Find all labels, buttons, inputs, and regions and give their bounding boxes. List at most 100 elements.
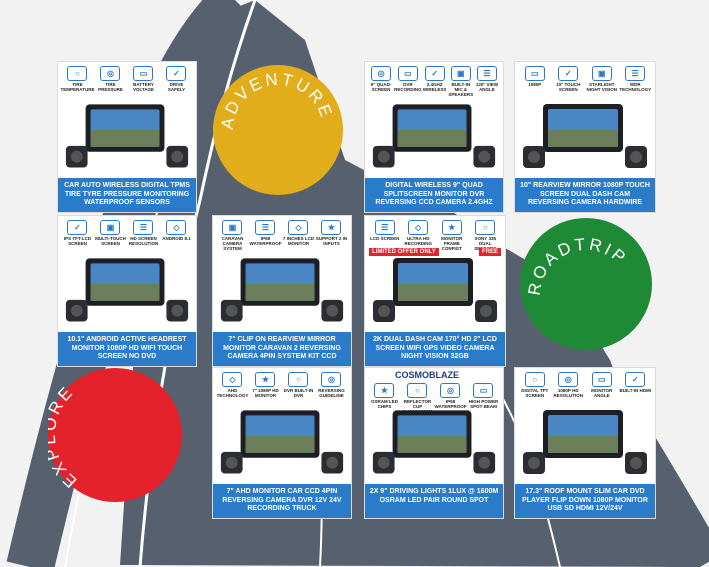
feature-label: REVERSING GUIDELINE	[318, 388, 345, 398]
product-title[interactable]: CAR AUTO WIRELESS DIGITAL TPMS TIRE TYRE…	[58, 178, 196, 212]
feature-label: DIGITAL TFT SCREEN	[521, 388, 549, 398]
feature-item: ▣STARLIGHT NIGHT VISION	[586, 66, 618, 92]
feature-item: ○DIGITAL TFT SCREEN	[519, 372, 551, 398]
feature-item: ▣CARAVAN CAMERA SYSTEM	[217, 220, 249, 251]
feature-label: DVR RECORDING	[394, 82, 422, 92]
feature-item: ▭HIGH POWER SPOT BEAM	[468, 383, 500, 414]
feature-row: ◎9" QUAD-SCREEN▭DVR RECORDING✓2.4GHZ WIR…	[365, 66, 503, 97]
feature-label: MONITOR ANGLE	[591, 388, 613, 398]
product-image	[523, 410, 647, 474]
product-image	[65, 258, 189, 322]
feature-icon: ▣	[222, 220, 243, 235]
badge-adventure: ADVENTURE	[213, 65, 343, 195]
feature-label: DVR BUILT-IN DVR	[283, 388, 314, 398]
product-card[interactable]: ▣CARAVAN CAMERA SYSTEM☰IP68 WATERPROOF◇7…	[213, 216, 351, 366]
product-title[interactable]: 2X 9" DRIVING LIGHTS 1LUX @ 1600M OSRAM …	[365, 484, 503, 518]
product-card[interactable]: ☰LCD SCREEN◇ULTRA HD RECORDING★MONITOR F…	[365, 216, 505, 366]
feature-label: 2.4GHZ WIRELESS	[422, 82, 447, 92]
product-title[interactable]: 2K DUAL DASH CAM 170° HD 2" LCD SCREEN W…	[365, 332, 505, 366]
feature-item: ✓10" TOUCH SCREEN	[552, 66, 584, 92]
product-card[interactable]: ★OSRAM LED CHIPS○REFLECTOR CUP 1LUX@1600…	[365, 368, 503, 518]
feature-item: ▭1080P	[519, 66, 551, 92]
product-title[interactable]: 7" CLIP ON REARVIEW MIRROR MONITOR CARAV…	[213, 332, 351, 366]
feature-label: 10" TOUCH SCREEN	[556, 82, 581, 92]
feature-item: ▭BATTERY VOLTAGE	[128, 66, 160, 92]
promo-tag: LIMITED OFFER ONLY	[369, 248, 439, 256]
product-title[interactable]: 10.1" ANDROID ACTIVE HEADREST MONITOR 10…	[58, 332, 196, 366]
feature-icon: ▣	[591, 66, 612, 81]
feature-label: IPS TFT-LCD SCREEN	[63, 236, 92, 246]
feature-item: ○DVR BUILT-IN DVR	[283, 372, 315, 398]
feature-label: 7" 1080P HD MONITOR	[252, 388, 279, 398]
product-image	[372, 104, 496, 168]
feature-item: ★SUPPORT 2 IN INPUTS	[316, 220, 348, 251]
feature-icon: ★	[255, 372, 276, 387]
feature-item: ▭MONITOR ANGLE	[586, 372, 618, 398]
feature-row: ▣CARAVAN CAMERA SYSTEM☰IP68 WATERPROOF◇7…	[213, 220, 351, 251]
feature-icon: ◎	[440, 383, 461, 398]
feature-label: 1080P HD RESOLUTION	[553, 388, 583, 398]
product-title[interactable]: DIGITAL WIRELESS 9" QUAD SPLITSCREEN MON…	[365, 178, 503, 212]
product-card[interactable]: ○TIRE TEMPERATURE◎TIRE PRESSURE▭BATTERY …	[58, 62, 196, 212]
badge-roadtrip: ROADTRIP	[520, 218, 652, 350]
feature-item: ✓2.4GHZ WIRELESS	[422, 66, 448, 97]
feature-icon: ○	[407, 383, 428, 398]
feature-icon: ✓	[67, 220, 88, 235]
product-title[interactable]: 7" AHD MONITOR CAR CCD 4PIN REVERSING CA…	[213, 484, 351, 518]
product-card[interactable]: ▭1080P✓10" TOUCH SCREEN▣STARLIGHT NIGHT …	[515, 62, 655, 212]
feature-icon: ◇	[222, 372, 243, 387]
feature-label: 9" QUAD-SCREEN	[370, 82, 392, 92]
product-image	[373, 258, 497, 322]
feature-label: AHD TECHNOLOGY	[216, 388, 249, 398]
product-image	[65, 104, 189, 168]
product-card[interactable]: ◎9" QUAD-SCREEN▭DVR RECORDING✓2.4GHZ WIR…	[365, 62, 503, 212]
feature-icon: ☰	[374, 220, 395, 235]
feature-row: ○TIRE TEMPERATURE◎TIRE PRESSURE▭BATTERY …	[58, 66, 196, 92]
feature-icon: ◇	[166, 220, 187, 235]
feature-label: BUILT-IN MIC & SPEAKERS	[448, 82, 474, 97]
feature-icon: ▭	[133, 66, 154, 81]
feature-icon: ★	[321, 220, 342, 235]
feature-item: ☰WDR TECHNOLOGY	[619, 66, 651, 92]
feature-icon: ○	[475, 220, 496, 235]
feature-icon: ☰	[476, 66, 497, 81]
product-title[interactable]: 10" REARVIEW MIRROR 1080P TOUCH SCREEN D…	[515, 178, 655, 212]
feature-item: ◇ANDROID 8.1	[161, 220, 193, 246]
feature-label: MULTI-TOUCH SCREEN	[95, 236, 126, 246]
feature-row: ★OSRAM LED CHIPS○REFLECTOR CUP 1LUX@1600…	[365, 383, 503, 414]
feature-icon: ▣	[100, 220, 121, 235]
feature-label: WDR TECHNOLOGY	[619, 82, 652, 92]
feature-item: ◎IP68 WATERPROOF	[434, 383, 467, 414]
product-image	[523, 104, 647, 168]
feature-label: IP68 WATERPROOF	[249, 236, 282, 246]
feature-icon: ☰	[255, 220, 276, 235]
feature-item: ✓IPS TFT-LCD SCREEN	[62, 220, 94, 246]
product-card[interactable]: ✓IPS TFT-LCD SCREEN▣MULTI-TOUCH SCREEN☰H…	[58, 216, 196, 366]
feature-item: ☰120° VIEW ANGLE	[474, 66, 500, 97]
feature-item: ✓DRIVE SAFELY	[161, 66, 193, 92]
feature-item: ○TIRE TEMPERATURE	[61, 66, 94, 92]
feature-label: IP68 WATERPROOF	[434, 399, 467, 409]
product-card[interactable]: ◇AHD TECHNOLOGY★7" 1080P HD MONITOR○DVR …	[213, 368, 351, 518]
badge-explore: EXPLORE	[40, 368, 182, 502]
product-image	[372, 410, 496, 474]
feature-icon: ◎	[100, 66, 121, 81]
feature-label: LCD SCREEN	[370, 236, 400, 241]
brand-logo: COSMOBLAZE	[395, 370, 459, 380]
feature-label: BATTERY VOLTAGE	[132, 82, 155, 92]
feature-item: ◎1080P HD RESOLUTION	[552, 372, 584, 398]
feature-row: ○DIGITAL TFT SCREEN◎1080P HD RESOLUTION▭…	[515, 372, 655, 398]
feature-item: ☰IP68 WATERPROOF	[249, 220, 282, 251]
badge-explore-circle	[48, 368, 182, 502]
feature-item: ★7" 1080P HD MONITOR	[250, 372, 282, 398]
product-card[interactable]: ○DIGITAL TFT SCREEN◎1080P HD RESOLUTION▭…	[515, 368, 655, 518]
feature-label: HIGH POWER SPOT BEAM	[468, 399, 499, 409]
product-title[interactable]: 17.3" ROOF MOUNT SLIM CAR DVD PLAYER FLI…	[515, 484, 655, 518]
feature-item: ★OSRAM LED CHIPS	[369, 383, 401, 414]
feature-icon: ◎	[321, 372, 342, 387]
promo-tag: FREE	[478, 248, 501, 256]
feature-icon: ▭	[591, 372, 612, 387]
feature-icon: ★	[441, 220, 462, 235]
product-image	[220, 258, 344, 322]
feature-label: CARAVAN CAMERA SYSTEM	[221, 236, 244, 251]
